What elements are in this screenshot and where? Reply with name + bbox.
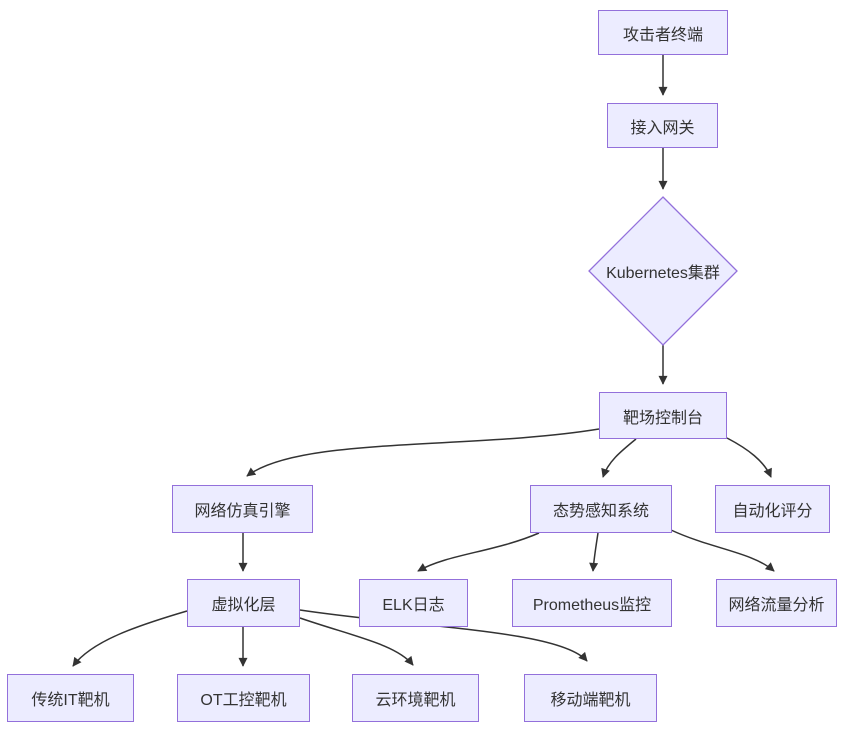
- node-situation-awareness-system: 态势感知系统: [530, 485, 672, 533]
- edge-console-to-network-simulation: [246, 428, 600, 477]
- kubernetes-cluster-diamond: [588, 196, 738, 346]
- edge-console-to-automated-scoring: [726, 437, 772, 478]
- edge-virtualization-to-traditional-it-target: [72, 610, 188, 667]
- node-network-traffic-analysis: 网络流量分析: [716, 579, 837, 627]
- node-range-console: 靶场控制台: [599, 392, 727, 439]
- node-automated-scoring: 自动化评分: [715, 485, 830, 533]
- node-attacker-terminal: 攻击者终端: [598, 10, 728, 55]
- node-mobile-target: 移动端靶机: [524, 674, 657, 722]
- edge-situation-to-traffic-analysis: [670, 529, 775, 572]
- edge-virtualization-to-cloud-target: [299, 617, 414, 666]
- node-ot-ics-target: OT工控靶机: [177, 674, 310, 722]
- node-network-simulation-engine: 网络仿真引擎: [172, 485, 313, 533]
- node-prometheus-monitoring: Prometheus监控: [512, 579, 672, 627]
- edge-situation-to-prometheus: [589, 532, 599, 572]
- edge-console-to-situation-awareness: [601, 438, 637, 478]
- node-virtualization-layer: 虚拟化层: [187, 579, 300, 627]
- node-kubernetes-cluster-label: Kubernetes集群: [606, 265, 720, 282]
- edge-virtualization-to-mobile-target: [299, 609, 588, 662]
- edge-situation-to-elk: [417, 532, 540, 572]
- node-cloud-env-target: 云环境靶机: [352, 674, 479, 722]
- node-elk-logs: ELK日志: [359, 579, 468, 627]
- node-access-gateway: 接入网关: [607, 103, 718, 148]
- node-traditional-it-target: 传统IT靶机: [7, 674, 134, 722]
